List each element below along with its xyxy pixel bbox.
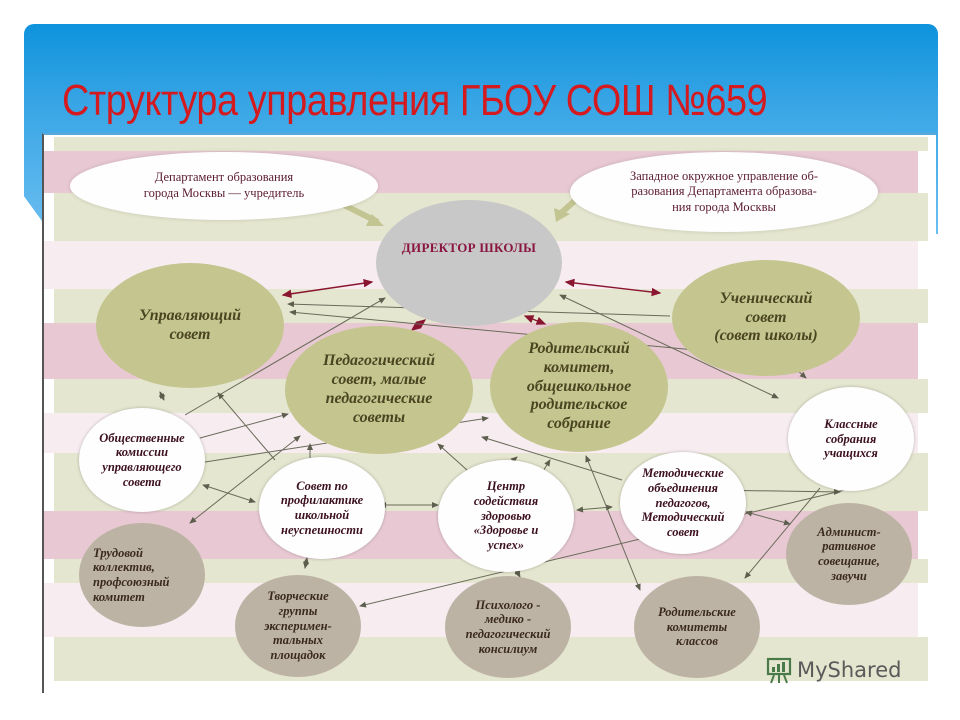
node-governing-council: Управляющий совет (96, 263, 284, 388)
node-student-council: Ученический совет (совет школы) (672, 260, 860, 376)
node-director: ДИРЕКТОР ШКОЛЫ (376, 200, 562, 326)
node-class-meetings: Классные собрания учащихся (788, 387, 914, 491)
node-public-commissions: Общественные комиссии управляющего совет… (79, 408, 205, 512)
watermark-text: MyShared (797, 658, 902, 682)
node-class-parent-committees: Родительские комитеты классов (634, 576, 760, 678)
node-labor-collective: Трудовой коллектив, профсоюзный комитет (79, 523, 205, 627)
node-pedagogical-council: Педагогический совет, малые педагогическ… (285, 326, 473, 454)
node-parent-committee: Родительский комитет, общешкольное родит… (490, 322, 668, 452)
node-health-center: Центр содействия здоровью «Здоровье и ус… (438, 460, 574, 572)
node-prevention-council: Совет по профилактике школьной неуспешно… (259, 457, 385, 559)
node-creative-groups: Творческие группы эксперимен- тальных пл… (235, 575, 361, 677)
node-methodical-unions: Методические объединения педагогов, Мето… (620, 452, 746, 554)
node-dept-moscow: Департамент образования города Москвы — … (70, 152, 378, 220)
node-pmpk: Психолого - медико - педагогический конс… (445, 576, 571, 678)
slide-title: Структура управления ГБОУ СОШ №659 (62, 76, 768, 125)
node-admin-meeting: Админист- ративное совещание, завучи (786, 503, 912, 605)
node-western-district: Западное окружное управление об- разован… (570, 152, 878, 232)
bg-stripe (54, 137, 928, 151)
presentation-board-icon (766, 657, 792, 684)
director-label: ДИРЕКТОР ШКОЛЫ (401, 240, 537, 255)
watermark: MyShared (766, 656, 901, 684)
